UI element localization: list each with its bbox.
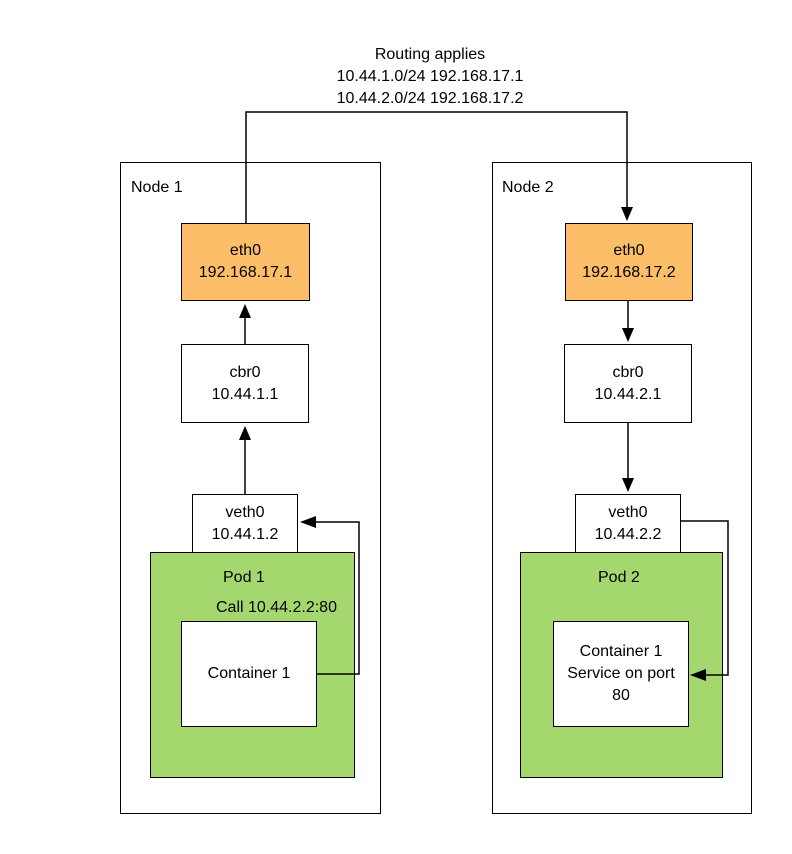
cbr0-ip: 10.44.1.1 xyxy=(211,385,279,403)
veth0-ip: 10.44.1.2 xyxy=(211,525,279,543)
eth0-name: eth0 xyxy=(613,242,645,259)
eth0-ip: 192.168.17.2 xyxy=(582,264,676,281)
pod-1-call-label: Call 10.44.2.2:80 xyxy=(216,599,337,616)
pod-2-label: Pod 2 xyxy=(598,569,640,586)
container-label: Container 1 xyxy=(579,643,663,660)
container-port-label: 80 xyxy=(612,687,630,704)
cbr0-name: cbr0 xyxy=(612,363,644,381)
route-entry: 10.44.1.0/24 192.168.17.1 xyxy=(336,68,524,85)
routing-title: Routing applies xyxy=(374,46,486,63)
pod-1-label: Pod 1 xyxy=(223,569,265,586)
node-2-container-1[interactable]: Container 1 Service on port 80 xyxy=(553,621,689,727)
node-2-label: Node 2 xyxy=(502,179,554,196)
node-2-cbr0[interactable]: cbr0 10.44.2.1 xyxy=(564,344,692,423)
node-2-veth0[interactable]: veth0 10.44.2.2 xyxy=(575,494,681,553)
veth0-name: veth0 xyxy=(225,503,265,521)
node-2-eth0[interactable]: eth0 192.168.17.2 xyxy=(565,223,693,301)
node-1-eth0[interactable]: eth0 192.168.17.1 xyxy=(181,223,310,301)
node-1-container-1[interactable]: Container 1 xyxy=(181,621,317,727)
node-1-veth0[interactable]: veth0 10.44.1.2 xyxy=(192,494,298,553)
route-entry: 10.44.2.0/24 192.168.17.2 xyxy=(336,90,524,107)
node-1-label: Node 1 xyxy=(131,179,183,196)
cbr0-ip: 10.44.2.1 xyxy=(594,385,662,403)
eth0-name: eth0 xyxy=(229,242,262,259)
eth0-ip: 192.168.17.1 xyxy=(198,264,293,281)
veth0-ip: 10.44.2.2 xyxy=(594,525,662,543)
routing-table: Routing applies 10.44.1.0/24 192.168.17.… xyxy=(300,44,560,110)
container-label: Container 1 xyxy=(207,665,291,682)
cbr0-name: cbr0 xyxy=(229,363,261,381)
container-service-label: Service on port xyxy=(567,665,675,682)
node-1-cbr0[interactable]: cbr0 10.44.1.1 xyxy=(181,344,309,423)
veth0-name: veth0 xyxy=(608,503,648,521)
